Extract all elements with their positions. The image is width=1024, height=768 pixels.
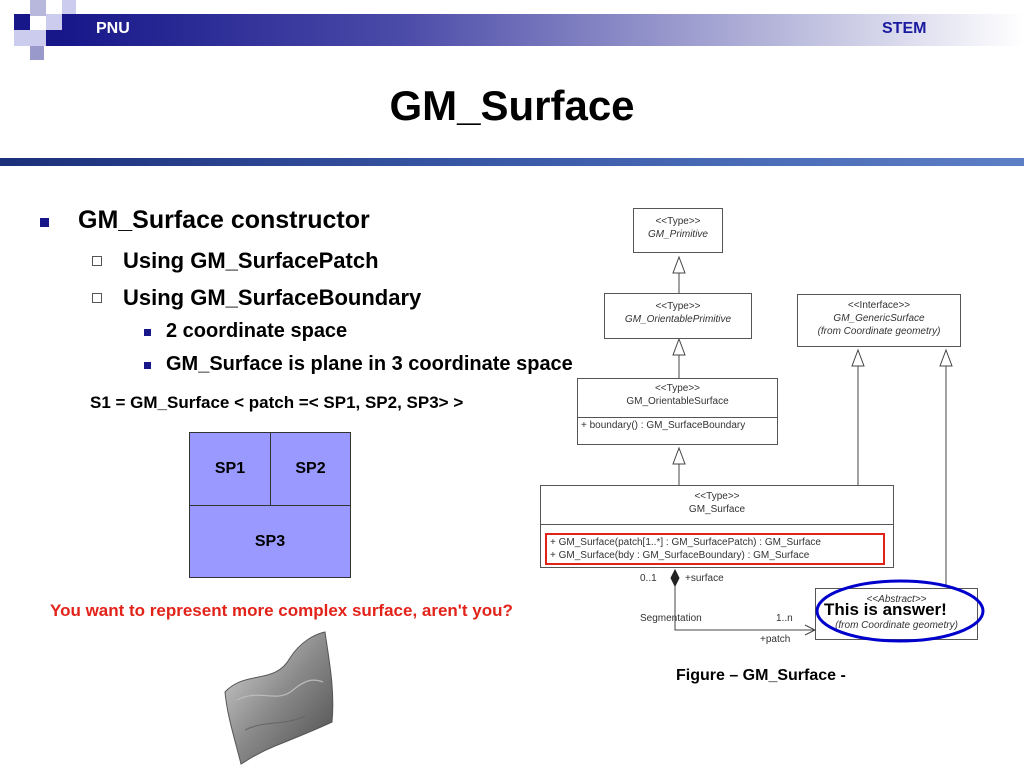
curved-surface-image [224,631,334,765]
uml-class-name: GM_Primitive [647,229,708,240]
constructor-highlight: + GM_Surface(patch[1..*] : GM_SurfacePat… [545,533,885,565]
bullet-level3-3d: GM_Surface is plane in 3 coordinate spac… [166,353,573,375]
header-bar [62,14,1024,46]
uml-interface-generic-surface: <<Interface>> GM_GenericSurface (from Co… [797,294,961,347]
patch-sp3: SP3 [189,505,351,578]
title-divider [0,158,1024,166]
bullet-level2-patch: Using GM_SurfacePatch [123,248,379,273]
uml-class-orientable-surface: <<Type>> GM_OrientableSurface + boundary… [577,378,778,445]
bullet-small-square-icon [144,329,151,336]
uml-class-orientable-primitive: <<Type>> GM_OrientablePrimitive [604,293,752,339]
header-right-label: STEM [882,20,927,37]
formula: S1 = GM_Surface < patch =< SP1, SP2, SP3… [90,393,464,412]
uml-class-name: GM_GenericSurface [833,313,925,324]
uml-class-name: GM_Surface [688,504,746,515]
figure-caption: Figure – GM_Surface - [676,667,846,684]
patch-sp1: SP1 [189,432,271,506]
bullet-level2-boundary: Using GM_SurfaceBoundary [123,285,422,310]
uml-stereotype: <<Type>> [655,216,701,227]
answer-circle [815,579,985,643]
uml-stereotype: <<Abstract>> [866,594,927,605]
uml-class-name: GM_OrientableSurface [626,396,729,407]
assoc-right-role: +patch [760,634,791,645]
question-text: You want to represent more complex surfa… [50,601,513,620]
uml-class-name: GM_OrientablePrimitive [624,314,732,325]
uml-class-primitive: <<Type>> GM_Primitive [633,208,723,253]
assoc-name: Segmentation [640,613,702,624]
patch-sp2: SP2 [270,432,351,506]
assoc-left-multiplicity: 0..1 [640,573,657,584]
slide-title: GM_Surface [389,82,635,129]
bullet-hollow-square-icon [92,256,102,266]
bullet-hollow-square-icon [92,293,102,303]
bullet-level3-2d: 2 coordinate space [166,320,348,342]
uml-stereotype: <<Interface>> [847,300,911,311]
assoc-right-multiplicity: 1..n [776,613,793,624]
uml-source: (from Coordinate geometry) [835,620,958,631]
uml-operation: + GM_Surface(bdy : GM_SurfaceBoundary) :… [550,550,810,561]
uml-operation: + boundary() : GM_SurfaceBoundary [578,417,777,433]
bullet-level1: GM_Surface constructor [78,206,370,234]
uml-operation: + GM_Surface(patch[1..*] : GM_SurfacePat… [550,537,821,548]
uml-class-surface: <<Type>> GM_Surface + GM_Surface(patch[1… [540,485,894,568]
assoc-left-role: +surface [685,573,724,584]
uml-source: (from Coordinate geometry) [817,326,941,337]
bullet-square-icon [40,218,49,227]
header-left-label: PNU [96,20,130,37]
uml-stereotype: <<Type>> [655,301,701,312]
answer-label: This is answer! [824,600,947,619]
uml-stereotype: <<Type>> [694,491,740,502]
bullet-small-square-icon [144,362,151,369]
uml-stereotype: <<Type>> [654,383,701,394]
